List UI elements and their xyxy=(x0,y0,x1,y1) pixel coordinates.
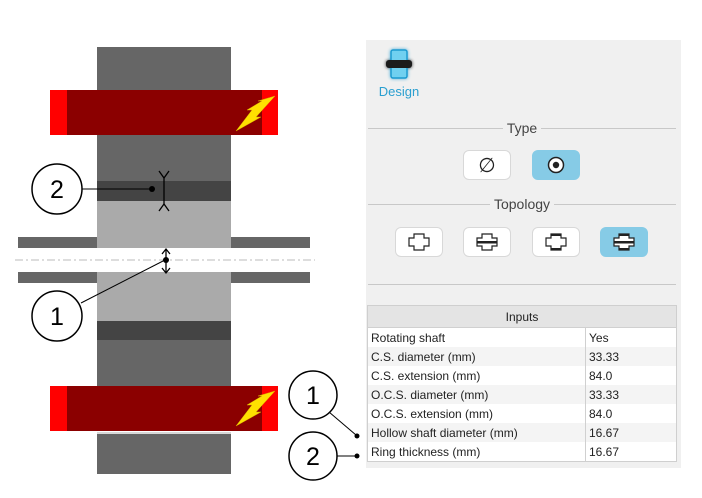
type-section-title: Type xyxy=(368,120,677,136)
lower-coil-end-left xyxy=(50,386,67,431)
topology-full-icon xyxy=(613,233,635,251)
circle-dot-icon xyxy=(547,156,565,174)
callout-2-number: 2 xyxy=(50,176,64,204)
upper-coil-end-right xyxy=(262,90,278,135)
legend-callout-1-circle xyxy=(288,370,338,420)
section-divider xyxy=(368,284,676,285)
upper-shaft-light-2 xyxy=(97,237,231,248)
table-row[interactable]: Ring thickness (mm) 16.67 xyxy=(368,442,677,462)
legend-callout-1-leader xyxy=(328,411,357,436)
table-row[interactable]: O.C.S. diameter (mm)33.33 xyxy=(367,385,677,404)
topology-title: Topology xyxy=(493,196,551,212)
input-label: C.S. diameter (mm) xyxy=(367,347,586,366)
callout-1-number: 1 xyxy=(50,303,64,331)
topology-plain-icon xyxy=(408,233,430,251)
input-label: O.C.S. extension (mm) xyxy=(371,406,494,421)
callout-1-leader xyxy=(80,259,166,304)
lightning-icon xyxy=(235,95,276,132)
topology-4-button[interactable] xyxy=(600,227,648,257)
input-value[interactable]: 33.33 xyxy=(585,385,677,404)
right-flange-top xyxy=(230,237,310,248)
input-value[interactable]: 84.0 xyxy=(585,404,677,423)
coupling-design-icon xyxy=(386,49,412,79)
left-flange-top xyxy=(18,237,98,248)
lower-shaft-block xyxy=(97,434,231,474)
callout-1-dot xyxy=(163,257,169,263)
input-label: Rotating shaft xyxy=(371,330,446,345)
coupling-cross-section-diagram: 2 1 xyxy=(15,47,315,474)
type-title: Type xyxy=(506,120,538,136)
table-row[interactable]: Hollow shaft diameter (mm)16.67 xyxy=(367,423,677,442)
input-value[interactable]: 16.67 xyxy=(585,442,677,462)
input-value[interactable]: 16.67 xyxy=(585,423,677,442)
input-label: C.S. extension (mm) xyxy=(371,368,481,383)
ring-thickness-dimension xyxy=(158,170,170,212)
input-label: Ring thickness (mm) xyxy=(371,444,481,459)
lower-coil xyxy=(67,386,262,431)
lightning-icon xyxy=(235,390,276,427)
legend-callout-1-dot xyxy=(354,433,360,439)
upper-shaft-mid xyxy=(97,135,231,181)
table-callouts: 1 2 xyxy=(288,370,360,481)
input-value[interactable]: 84.0 xyxy=(585,366,677,385)
design-panel: Design Type ∅ Topology xyxy=(366,40,681,468)
type-solid-shaft-button[interactable] xyxy=(532,150,580,180)
legend-callout-1-number: 1 xyxy=(306,382,320,410)
table-row[interactable]: C.S. extension (mm) 84.0 xyxy=(368,366,677,385)
input-label: O.C.S. diameter (mm) xyxy=(367,385,586,404)
design-label: Design xyxy=(378,84,420,99)
input-label: Hollow shaft diameter (mm) xyxy=(367,423,586,442)
upper-coil-end-left xyxy=(50,90,67,135)
lower-shaft-mid xyxy=(97,340,231,386)
table-row[interactable]: C.S. diameter (mm)33.33 xyxy=(367,347,677,366)
upper-coil xyxy=(67,90,262,135)
lower-ring xyxy=(97,321,231,340)
upper-shaft-light xyxy=(97,201,231,237)
topology-bar-icon xyxy=(476,233,498,251)
input-value[interactable]: 33.33 xyxy=(585,347,677,366)
topology-section-title: Topology xyxy=(368,196,677,212)
table-row[interactable]: Rotating shaft Yes xyxy=(368,327,677,347)
topology-caps-icon xyxy=(545,233,567,251)
inputs-table-header: Inputs xyxy=(367,305,677,328)
topology-3-button[interactable] xyxy=(532,227,580,257)
left-flange-bottom xyxy=(18,272,98,283)
design-button[interactable]: Design xyxy=(374,46,424,99)
callout-1-circle xyxy=(31,290,83,342)
legend-callout-2-number: 2 xyxy=(306,443,320,471)
legend-callout-2-dot xyxy=(354,453,360,459)
right-flange-bottom xyxy=(230,272,310,283)
input-value[interactable]: Yes xyxy=(585,327,677,347)
empty-set-icon: ∅ xyxy=(478,154,496,177)
upper-shaft-block xyxy=(97,47,231,91)
lower-shaft-light xyxy=(97,272,231,321)
type-hollow-shaft-button[interactable]: ∅ xyxy=(463,150,511,180)
topology-2-button[interactable] xyxy=(463,227,511,257)
callout-2-dot xyxy=(149,186,155,192)
topology-1-button[interactable] xyxy=(395,227,443,257)
table-row[interactable]: O.C.S. extension (mm) 84.0 xyxy=(368,404,677,423)
